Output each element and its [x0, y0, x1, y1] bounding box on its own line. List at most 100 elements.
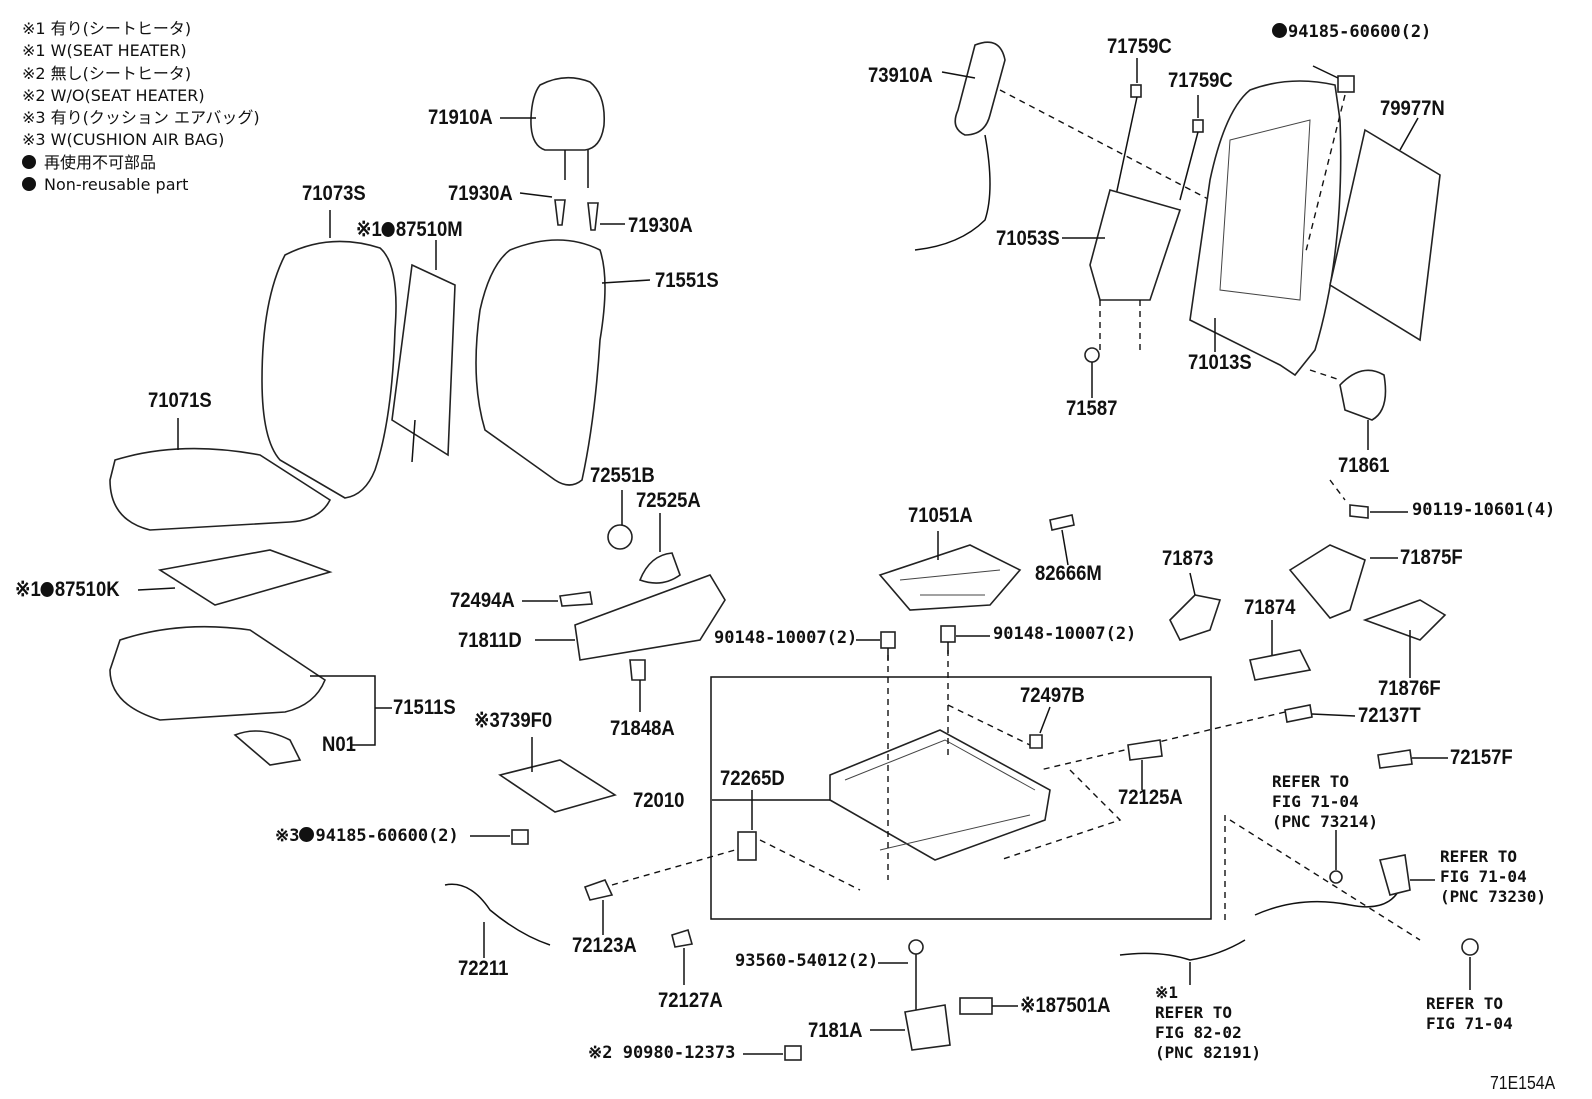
legend-text: 再使用不可部品 — [44, 152, 157, 172]
lumbar-support-shape — [878, 514, 1075, 611]
part-label-71873[interactable]: 71873 — [1162, 547, 1214, 570]
part-label-71013S[interactable]: 71013S — [1188, 351, 1252, 374]
part-label-72125A[interactable]: 72125A — [1118, 786, 1183, 809]
non-reusable-dot-icon — [22, 154, 36, 169]
part-label-71910A[interactable]: 71910A — [428, 106, 493, 129]
part-label-73910A[interactable]: 73910A — [868, 64, 933, 87]
legend-text: ※3 W(CUSHION AIR BAG) — [22, 130, 225, 150]
legend-text: Non-reusable part — [44, 175, 189, 195]
part-label-71587[interactable]: 71587 — [1066, 397, 1118, 420]
part-label-71073S[interactable]: 71073S — [302, 182, 366, 205]
part-label-71551S[interactable]: 71551S — [655, 269, 719, 292]
note-mark: ※1 — [1020, 994, 1046, 1017]
part-label-90980-12373[interactable]: ※2 90980-12373 — [588, 1043, 736, 1063]
part-label-71930A-2[interactable]: 71930A — [628, 214, 693, 237]
part-number: 94185-60600(2) — [1288, 22, 1432, 42]
headrest-guides — [519, 192, 625, 231]
side-shield-shapes — [522, 490, 726, 712]
part-label-71759C-2[interactable]: 71759C — [1168, 69, 1233, 92]
non-reusable-dot-icon — [1272, 23, 1287, 38]
part-label-90148-10007-1[interactable]: 90148-10007(2) — [714, 628, 858, 648]
legend-text: ※3 有り(クッション エアバッグ) — [22, 108, 260, 128]
part-label-87501A[interactable]: ※187501A — [1020, 995, 1111, 1016]
back-heater-shape — [391, 240, 456, 463]
seatback-cover-shape — [261, 210, 397, 499]
part-number: 739F0 — [499, 709, 553, 732]
part-label-72497B[interactable]: 72497B — [1020, 684, 1085, 707]
legend-text: ※2 W/O(SEAT HEATER) — [22, 85, 205, 105]
non-reusable-dot-icon — [299, 827, 315, 842]
part-label-82666M[interactable]: 82666M — [1035, 562, 1102, 585]
part-label-71071S[interactable]: 71071S — [148, 389, 212, 412]
figure-code: 71E154A — [1490, 1073, 1556, 1093]
part-label-72127A[interactable]: 72127A — [658, 989, 723, 1012]
reference-note-73230[interactable]: REFER TO FIG 71-04 (PNC 73230) — [1440, 847, 1546, 906]
legend-item: Non-reusable part — [22, 174, 260, 196]
note-mark: ※3 — [275, 826, 300, 846]
legend-item: ※1 有り(シートヒータ) — [22, 18, 260, 40]
note-mark: ※1 — [15, 578, 41, 601]
reference-note-71-04[interactable]: REFER TO FIG 71-04 — [1426, 994, 1513, 1033]
part-label-71811D[interactable]: 71811D — [458, 629, 522, 652]
part-label-739F0[interactable]: ※3739F0 — [474, 710, 552, 731]
part-label-71053S[interactable]: 71053S — [996, 227, 1060, 250]
part-label-72551B[interactable]: 72551B — [590, 464, 655, 487]
part-label-72494A[interactable]: 72494A — [450, 589, 515, 612]
part-label-93560-54012[interactable]: 93560-54012(2) — [735, 951, 879, 971]
part-label-87510K[interactable]: ※1 87510K — [15, 579, 120, 600]
part-label-90148-10007-2[interactable]: 90148-10007(2) — [993, 624, 1137, 644]
part-label-71511S[interactable]: 71511S — [393, 696, 456, 719]
cushion-pad-shape — [109, 625, 392, 766]
part-label-90119-10601[interactable]: 90119-10601(4) — [1412, 500, 1556, 520]
part-label-71875F[interactable]: 71875F — [1400, 546, 1463, 569]
cover-and-bolt-shapes — [1309, 369, 1408, 519]
cushion-heater-shape — [137, 549, 333, 606]
part-label-71874[interactable]: 71874 — [1244, 596, 1296, 619]
legend-item: ※3 有り(クッション エアバッグ) — [22, 107, 260, 129]
part-label-N01[interactable]: N01 — [322, 733, 356, 756]
legend-item: ※2 無し(シートヒータ) — [22, 63, 260, 85]
legend-text: ※1 W(SEAT HEATER) — [22, 41, 187, 61]
seatback-frame-shape — [1189, 65, 1355, 377]
legend-text: ※1 有り(シートヒータ) — [22, 19, 192, 38]
lower-harness-shapes — [444, 849, 1018, 1061]
part-label-72525A[interactable]: 72525A — [636, 489, 701, 512]
part-label-72137T[interactable]: 72137T — [1358, 704, 1421, 727]
part-label-71861[interactable]: 71861 — [1338, 454, 1390, 477]
part-label-79977N[interactable]: 79977N — [1380, 97, 1445, 120]
part-label-72157F[interactable]: 72157F — [1450, 746, 1513, 769]
legend: ※1 有り(シートヒータ) ※1 W(SEAT HEATER) ※2 無し(シー… — [22, 18, 260, 196]
legend-item: ※3 W(CUSHION AIR BAG) — [22, 129, 260, 151]
right-harness-shapes — [1119, 815, 1479, 990]
reference-note-73214[interactable]: REFER TO FIG 71-04 (PNC 73214) — [1272, 772, 1378, 831]
part-label-71051A[interactable]: 71051A — [908, 504, 973, 527]
part-number: 87510K — [54, 578, 120, 601]
non-reusable-dot-icon — [381, 222, 395, 237]
part-label-7181A[interactable]: 7181A — [808, 1019, 863, 1042]
part-label-71930A-1[interactable]: 71930A — [448, 182, 513, 205]
note-mark: ※3 — [474, 709, 500, 732]
part-label-72265D[interactable]: 72265D — [720, 767, 785, 790]
part-label-72010[interactable]: 72010 — [633, 789, 685, 812]
reference-note-82191[interactable]: ※1 REFER TO FIG 82-02 (PNC 82191) — [1155, 983, 1261, 1062]
part-label-94185-60600-upper[interactable]: 94185-60600(2) — [1272, 23, 1431, 41]
part-label-71876F[interactable]: 71876F — [1378, 677, 1441, 700]
back-board-shape — [1329, 117, 1441, 342]
part-label-72123A[interactable]: 72123A — [572, 934, 637, 957]
legend-text: ※2 無し(シートヒータ) — [22, 63, 192, 83]
right-cover-shapes — [1029, 544, 1448, 790]
part-label-72211[interactable]: 72211 — [458, 957, 509, 980]
bolt-shapes — [856, 625, 990, 660]
airbag-plate-shape — [470, 737, 617, 845]
note-mark: ※1 — [356, 218, 382, 241]
non-reusable-dot-icon — [40, 582, 54, 597]
legend-item: ※2 W/O(SEAT HEATER) — [22, 85, 260, 107]
part-label-71759C-1[interactable]: 71759C — [1107, 35, 1172, 58]
cushion-cover-shape — [109, 418, 332, 531]
part-label-71848A[interactable]: 71848A — [610, 717, 675, 740]
part-label-87510M[interactable]: ※1 87510M — [356, 219, 463, 240]
part-number: 87510M — [395, 218, 463, 241]
